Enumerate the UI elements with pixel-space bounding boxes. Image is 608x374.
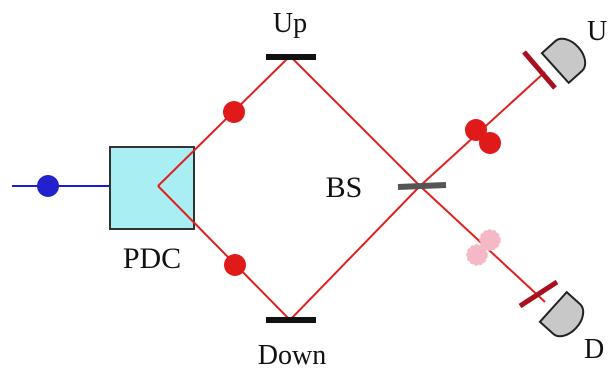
photon-pair-b (479, 132, 501, 154)
lens-up (522, 50, 557, 90)
photon-upper-arm (223, 101, 245, 123)
label-up: Up (273, 8, 307, 39)
lens-down (518, 279, 559, 309)
photodetector-icon (538, 290, 585, 338)
beam-up-arm (157, 54, 546, 188)
label-pdc: PDC (123, 242, 181, 275)
label-down: Down (258, 340, 326, 371)
photon-ghost-a (479, 229, 501, 251)
label-detector-down: D (584, 334, 604, 365)
photon-lower-arm (224, 254, 246, 276)
pump-photon (37, 175, 59, 197)
label-bs: BS (326, 171, 363, 204)
pdc-crystal (109, 146, 195, 230)
label-detector-up: U (587, 16, 607, 47)
beam-splitter (397, 182, 447, 190)
photon-ghost-b (466, 244, 488, 266)
photon-pair-a (465, 119, 487, 141)
photodetector-icon (540, 37, 587, 85)
